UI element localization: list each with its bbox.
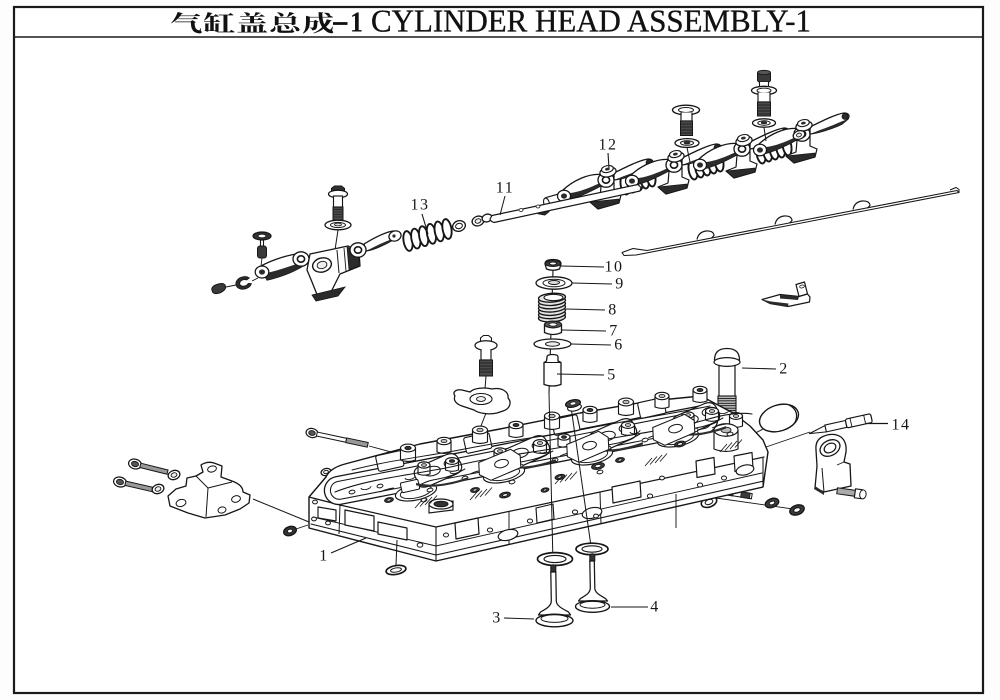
svg-text:13: 13 — [411, 197, 430, 214]
svg-text:1: 1 — [319, 548, 329, 565]
svg-text:10: 10 — [605, 259, 624, 276]
svg-text:2: 2 — [779, 361, 789, 378]
svg-text:4: 4 — [650, 599, 660, 616]
svg-text:8: 8 — [608, 302, 618, 319]
svg-text:6: 6 — [614, 337, 624, 354]
svg-text:12: 12 — [599, 137, 618, 154]
svg-text:9: 9 — [615, 276, 625, 293]
svg-text:7: 7 — [609, 323, 619, 340]
svg-text:1: 1 — [350, 8, 363, 39]
svg-text:11: 11 — [496, 180, 514, 197]
svg-text:3: 3 — [492, 610, 502, 627]
svg-text:CYLINDER HEAD ASSEMBLY-1: CYLINDER HEAD ASSEMBLY-1 — [371, 3, 811, 39]
svg-text:14: 14 — [892, 417, 911, 434]
svg-text:5: 5 — [607, 367, 617, 384]
